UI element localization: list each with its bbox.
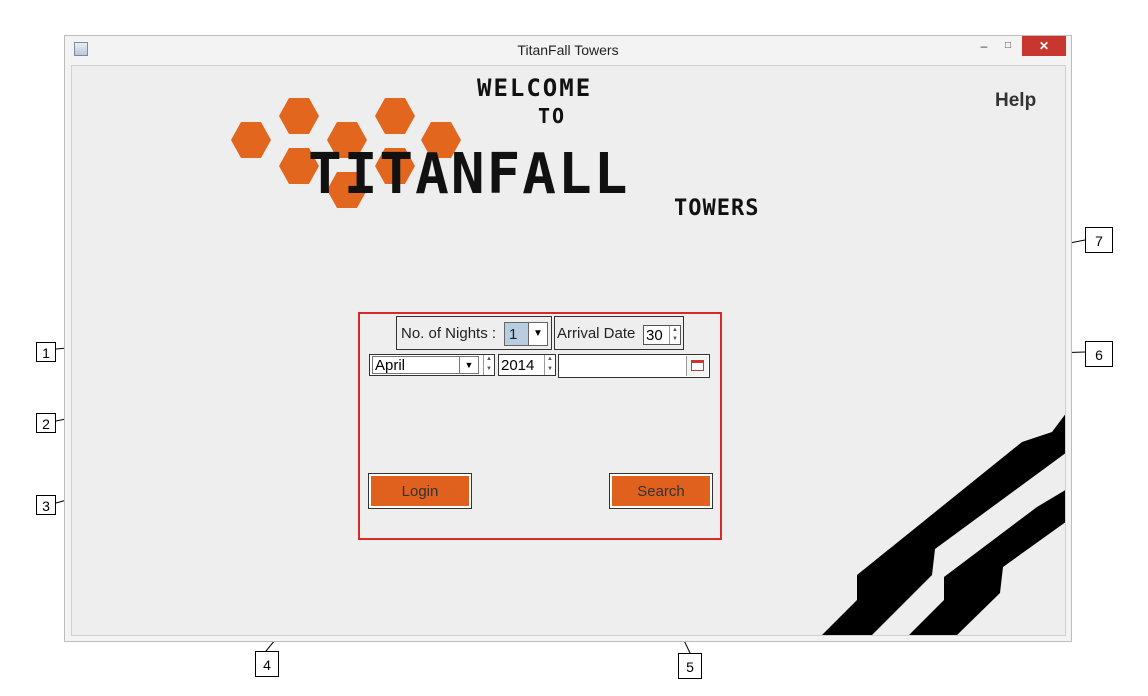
maximize-button[interactable]: □ (1004, 40, 1012, 51)
welcome-text: WELCOME (477, 74, 593, 102)
stripe (822, 414, 1065, 635)
callout-4: 4 (255, 651, 279, 677)
hexagon (327, 172, 367, 208)
java-app-icon (74, 42, 88, 56)
search-button[interactable]: Search (609, 473, 713, 509)
hexagon (231, 122, 271, 158)
callout-1: 1 (36, 342, 56, 362)
stripe (909, 490, 1065, 635)
calendar-icon[interactable] (686, 356, 708, 376)
callout-3: 3 (36, 495, 56, 515)
date-chooser[interactable] (558, 354, 710, 378)
window-title: TitanFall Towers (517, 42, 619, 58)
hexagon (375, 98, 415, 134)
decorative-stripes (822, 414, 1065, 635)
main-panel: WELCOME TO TITANFALL TOWERS Help No. of … (71, 65, 1066, 636)
month-select[interactable]: April ▼ (372, 356, 479, 374)
hexagon (279, 98, 319, 134)
to-text: TO (538, 104, 567, 128)
nights-label: No. of Nights : (401, 325, 497, 342)
year-spinner[interactable]: 2014 ▲▼ (498, 354, 556, 376)
nights-select[interactable]: 1 ▼ (504, 322, 548, 346)
title-bar: TitanFall Towers – □ ✕ (65, 36, 1071, 64)
minimize-button[interactable]: – (980, 39, 988, 53)
chevron-down-icon: ▼ (528, 323, 547, 345)
callout-7: 7 (1085, 227, 1113, 253)
app-window: TitanFall Towers – □ ✕ WELCOME TO TITANF… (64, 35, 1072, 642)
brand-title: TITANFALL (308, 142, 630, 207)
chevron-down-icon: ▼ (459, 357, 478, 373)
arrival-day-value: 30 (646, 327, 663, 344)
spinner-arrows-icon[interactable]: ▲▼ (483, 355, 494, 375)
spinner-arrows-icon[interactable]: ▲▼ (544, 355, 555, 375)
nights-group: No. of Nights : 1 ▼ (396, 316, 552, 350)
close-button[interactable]: ✕ (1022, 36, 1066, 56)
callout-5: 5 (678, 653, 702, 679)
arrival-day-spinner[interactable]: 30 ▲▼ (643, 325, 681, 345)
login-button[interactable]: Login (368, 473, 472, 509)
honeycomb-logo (231, 98, 461, 208)
hexagon (279, 148, 319, 184)
callout-6: 6 (1085, 341, 1113, 367)
booking-form-frame: No. of Nights : 1 ▼ Arrival Date 30 ▲▼ A… (358, 312, 722, 540)
hexagon (327, 122, 367, 158)
month-spinner[interactable]: April ▼ ▲▼ (369, 354, 495, 376)
callout-2: 2 (36, 413, 56, 433)
help-link[interactable]: Help (995, 90, 1037, 111)
spinner-arrows-icon[interactable]: ▲▼ (669, 326, 680, 344)
month-value: April (375, 357, 406, 374)
year-value: 2014 (501, 357, 535, 374)
towers-text: TOWERS (674, 196, 760, 221)
arrival-date-label: Arrival Date (557, 325, 636, 342)
hexagon (421, 122, 461, 158)
arrival-group: Arrival Date 30 ▲▼ (554, 316, 684, 350)
hexagon (375, 148, 415, 184)
nights-value: 1 (509, 326, 518, 343)
